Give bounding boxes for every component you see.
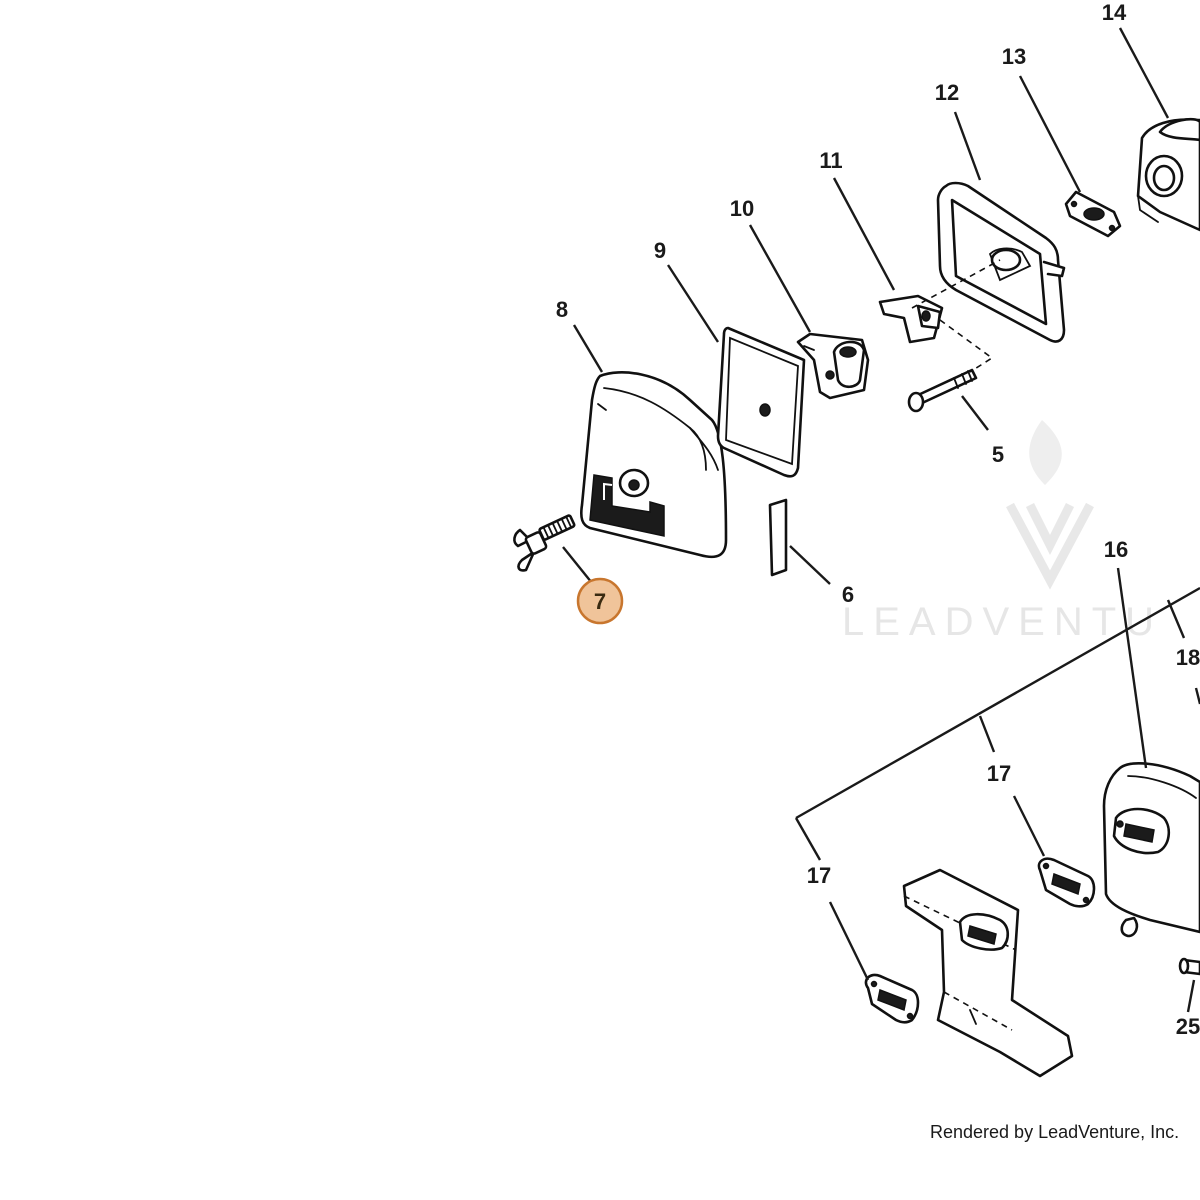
render-credit: Rendered by LeadVenture, Inc. (930, 1122, 1180, 1142)
watermark: LEADVENTU (842, 420, 1163, 644)
part-14-carburetor[interactable] (1136, 118, 1200, 232)
part-11-plate[interactable] (878, 294, 944, 344)
watermark-text: LEADVENTU (842, 600, 1163, 644)
callout-11[interactable]: 11 (819, 148, 842, 173)
callout-labels: 14 13 12 11 10 9 8 5 6 16 18 17 17 25 (556, 0, 1200, 1039)
part-17-gasket-lower[interactable] (864, 973, 920, 1024)
highlight-badge[interactable] (576, 577, 624, 625)
callout-10[interactable]: 10 (730, 196, 754, 221)
part-13-gasket[interactable] (1064, 190, 1122, 238)
callout-8[interactable]: 8 (556, 297, 568, 322)
part-9-filter-element[interactable] (716, 326, 806, 478)
callout-17-upper[interactable]: 17 (987, 761, 1011, 786)
muffler-assembly-bracket (794, 586, 1200, 861)
callout-12[interactable]: 12 (935, 80, 959, 105)
part-25-bolt[interactable] (1178, 957, 1200, 976)
callout-25[interactable]: 25 (1176, 1014, 1200, 1039)
part-6-strip[interactable] (768, 498, 788, 577)
part-8-air-cleaner-cover[interactable] (579, 371, 728, 559)
callout-17-lower[interactable]: 17 (807, 863, 831, 888)
callout-9[interactable]: 9 (654, 238, 666, 263)
part-5-screw[interactable] (907, 319, 994, 413)
part-12-air-cleaner-base[interactable] (911, 181, 1066, 343)
callout-6[interactable]: 6 (842, 582, 854, 607)
callout-16[interactable]: 16 (1104, 537, 1128, 562)
watermark-logo-icon (1006, 420, 1094, 590)
part-17-gasket-upper[interactable] (1037, 857, 1096, 908)
part-7-wing-bolt[interactable] (513, 514, 576, 572)
part-16-muffler[interactable] (1102, 762, 1200, 938)
callout-7-highlighted[interactable]: 7 (576, 577, 624, 625)
callout-18[interactable]: 18 (1176, 645, 1200, 670)
callout-14[interactable]: 14 (1102, 0, 1127, 25)
callout-13[interactable]: 13 (1002, 44, 1026, 69)
callout-7[interactable]: 7 (594, 589, 606, 614)
callout-5[interactable]: 5 (992, 442, 1004, 467)
part-10-bracket[interactable] (796, 332, 870, 400)
heat-shield-plate[interactable] (902, 868, 1074, 1078)
leader-lines (562, 27, 1200, 1013)
